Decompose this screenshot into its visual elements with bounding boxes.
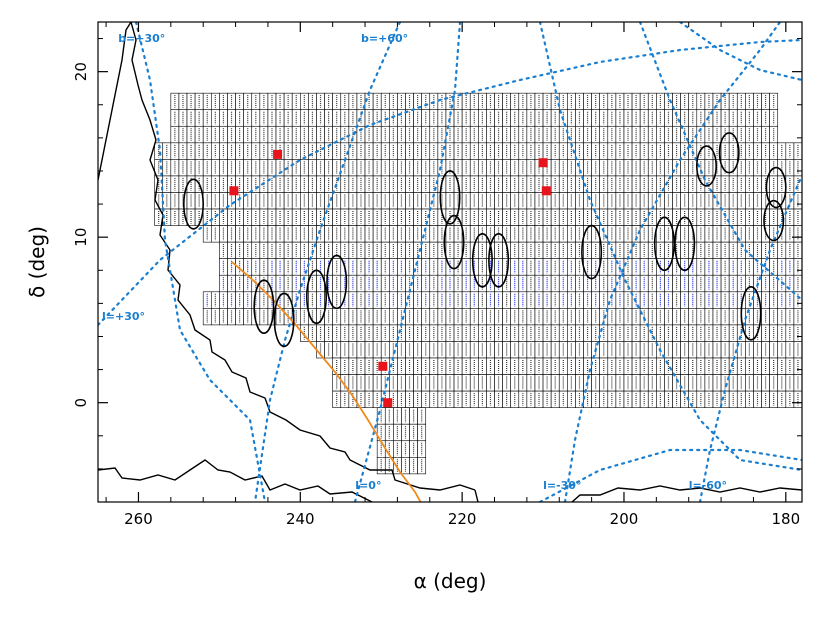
cluster-ellipse <box>253 279 275 335</box>
y-tick-label: 10 <box>72 228 90 247</box>
galactic-coordinate-label: l=+30° <box>102 310 145 323</box>
plot-frame <box>97 21 803 503</box>
footprint-row <box>154 159 802 177</box>
y-axis-title: δ (deg) <box>25 226 49 298</box>
y-tick-label: 20 <box>72 62 90 81</box>
red-marker <box>538 158 548 168</box>
cluster-ellipse <box>273 292 295 348</box>
cluster-ellipse <box>674 216 696 272</box>
gridline-right-arc <box>678 22 802 82</box>
footprint-row <box>154 208 802 226</box>
x-tick-label: 180 <box>771 510 800 528</box>
cluster-ellipse <box>326 254 348 310</box>
footprint-row <box>219 241 802 259</box>
galactic-grid-lines <box>98 22 802 502</box>
cluster-ellipse <box>740 285 762 341</box>
footprint-row <box>376 407 427 425</box>
galactic-labels: b=+30° b=+60° l=+30° l=0° l=-30° l=-60° <box>102 32 727 492</box>
gridline-l30 <box>98 38 802 327</box>
cluster-ellipse <box>718 132 740 174</box>
red-marker <box>273 149 283 159</box>
cluster-ellipse <box>439 170 461 225</box>
red-markers <box>229 149 551 408</box>
plot-area <box>98 22 802 502</box>
cluster-ellipse <box>443 214 465 270</box>
cluster-ellipse <box>471 232 493 288</box>
x-tick-label: 220 <box>448 510 477 528</box>
gridline-b60 <box>253 22 402 502</box>
galactic-coordinate-label: b=+60° <box>361 32 408 45</box>
galactic-coordinate-label: l=-60° <box>689 479 727 492</box>
contour-line-lower-left <box>98 459 373 502</box>
cluster-ellipse <box>765 166 787 209</box>
footprint-row <box>170 125 779 144</box>
galactic-coordinate-label: l=-30° <box>543 479 581 492</box>
ecliptic-curve <box>231 261 422 502</box>
red-marker <box>541 186 551 196</box>
cluster-ellipse <box>488 232 510 288</box>
contour-line-left <box>98 22 476 491</box>
galactic-coordinate-label: b=+30° <box>118 32 165 45</box>
x-axis-title: α (deg) <box>414 569 487 593</box>
cluster-ellipse <box>183 178 205 230</box>
footprint-row <box>202 308 802 326</box>
footprint-row <box>202 225 802 243</box>
cluster-ellipse <box>653 216 675 272</box>
footprint-row <box>332 390 802 408</box>
contour-line-right-low <box>474 485 802 502</box>
survey-footprint <box>154 92 802 475</box>
footprint-row <box>376 440 427 458</box>
footprint-row <box>376 457 427 475</box>
footprint-row <box>299 324 802 342</box>
gridline-lm30 <box>563 22 782 502</box>
gridline-l0 <box>353 22 462 502</box>
footprint-row <box>154 175 802 193</box>
footprint-row <box>154 192 802 210</box>
gridline-b30 <box>134 22 267 502</box>
footprint-row <box>332 374 802 392</box>
cluster-ellipses <box>183 132 787 348</box>
cluster-ellipse <box>305 269 327 325</box>
x-tick-label: 240 <box>286 510 315 528</box>
extinction-contours <box>98 22 802 502</box>
gridline-b90-curve <box>638 22 802 302</box>
galactic-coordinate-label: l=0° <box>355 479 381 492</box>
gridline-lm60 <box>698 178 802 502</box>
gridline-b60-curve <box>538 22 802 472</box>
x-tick-label: 200 <box>610 510 639 528</box>
cluster-ellipse <box>695 145 717 187</box>
red-marker <box>383 398 393 408</box>
cluster-ellipse <box>763 199 785 242</box>
footprint-row <box>219 258 802 276</box>
footprint-row <box>219 274 802 293</box>
red-marker <box>229 186 239 196</box>
footprint-row <box>154 142 802 160</box>
footprint-row <box>170 109 779 127</box>
footprint-row <box>316 341 802 359</box>
gridline-lower-arc <box>538 448 802 502</box>
red-marker <box>378 361 388 371</box>
footprint-row <box>376 423 427 442</box>
footprint-row <box>170 92 779 111</box>
cluster-ellipse <box>581 224 603 280</box>
y-tick-label: 0 <box>72 398 90 408</box>
axes: 260 240 220 200 180 0 10 20 <box>72 22 802 528</box>
x-tick-label: 260 <box>124 510 153 528</box>
